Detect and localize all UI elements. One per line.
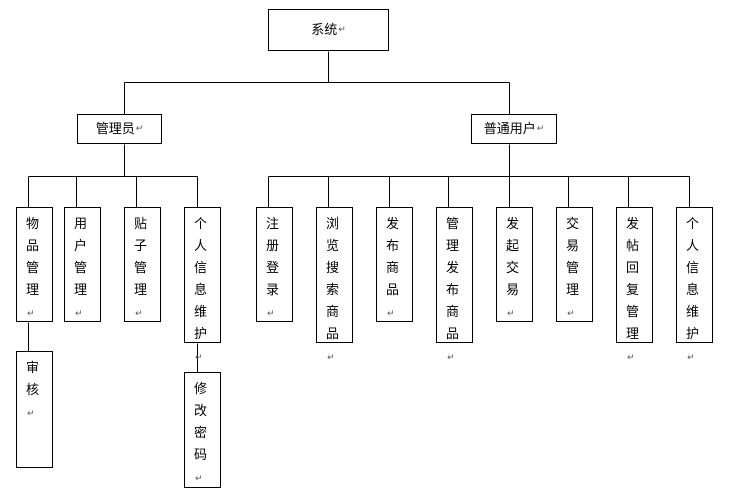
node-label: 修改密码↵	[194, 382, 208, 484]
paragraph-mark-icon: ↵	[27, 309, 35, 319]
paragraph-mark-icon: ↵	[195, 353, 203, 363]
paragraph-mark-icon: ↵	[387, 309, 395, 319]
node-label: 发布商品↵	[386, 217, 400, 319]
node-label: 发起交易↵	[506, 217, 520, 319]
node-trade-management: 交易管理↵	[556, 207, 593, 322]
node-admin-label: 管理员	[95, 121, 135, 137]
node-post-management: 贴子管理↵	[124, 207, 161, 322]
paragraph-mark-icon: ↵	[135, 123, 144, 134]
paragraph-mark-icon: ↵	[195, 474, 203, 484]
node-item-management: 物品管理↵	[16, 207, 53, 322]
node-register-login: 注册登录↵	[256, 207, 293, 322]
node-system-label: 系统	[311, 22, 338, 38]
node-system: 系统↵	[268, 9, 389, 51]
node-regular-user: 普通用户↵	[471, 114, 557, 144]
paragraph-mark-icon: ↵	[627, 353, 635, 363]
node-label: 用户管理↵	[74, 217, 88, 319]
node-user-management: 用户管理↵	[64, 207, 101, 322]
paragraph-mark-icon: ↵	[75, 309, 83, 319]
paragraph-mark-icon: ↵	[507, 309, 515, 319]
paragraph-mark-icon: ↵	[567, 309, 575, 319]
node-label: 贴子管理↵	[134, 217, 148, 319]
node-user-personal-info: 个人信息维护↵	[676, 207, 713, 363]
node-regular-user-label: 普通用户	[483, 121, 536, 137]
node-manage-published: 管理发布商品↵	[436, 207, 473, 363]
node-label: 个人信息维护↵	[194, 217, 208, 363]
node-post-reply-management: 发帖回复管理↵	[616, 207, 653, 363]
node-label: 管理发布商品↵	[446, 217, 460, 363]
node-publish-goods: 发布商品↵	[376, 207, 413, 322]
paragraph-mark-icon: ↵	[447, 353, 455, 363]
node-label: 个人信息维护↵	[686, 217, 700, 363]
paragraph-mark-icon: ↵	[267, 309, 275, 319]
node-admin-personal-info: 个人信息维护↵	[184, 207, 221, 363]
paragraph-mark-icon: ↵	[536, 123, 545, 134]
node-label: 物品管理↵	[26, 217, 40, 319]
node-label: 发帖回复管理↵	[626, 217, 640, 363]
paragraph-mark-icon: ↵	[338, 24, 346, 35]
paragraph-mark-icon: ↵	[327, 353, 335, 363]
node-label: 浏览搜索商品↵	[326, 217, 340, 363]
node-browse-search: 浏览搜索商品↵	[316, 207, 353, 363]
paragraph-mark-icon: ↵	[687, 353, 695, 363]
node-label: 审核↵	[26, 361, 40, 419]
node-label: 注册登录↵	[266, 217, 280, 319]
node-change-password: 修改密码↵	[184, 372, 221, 488]
node-label: 交易管理↵	[566, 217, 580, 319]
paragraph-mark-icon: ↵	[135, 309, 143, 319]
node-initiate-trade: 发起交易↵	[496, 207, 533, 322]
node-review: 审核↵	[16, 351, 53, 468]
paragraph-mark-icon: ↵	[27, 409, 35, 419]
node-admin: 管理员↵	[77, 114, 162, 144]
